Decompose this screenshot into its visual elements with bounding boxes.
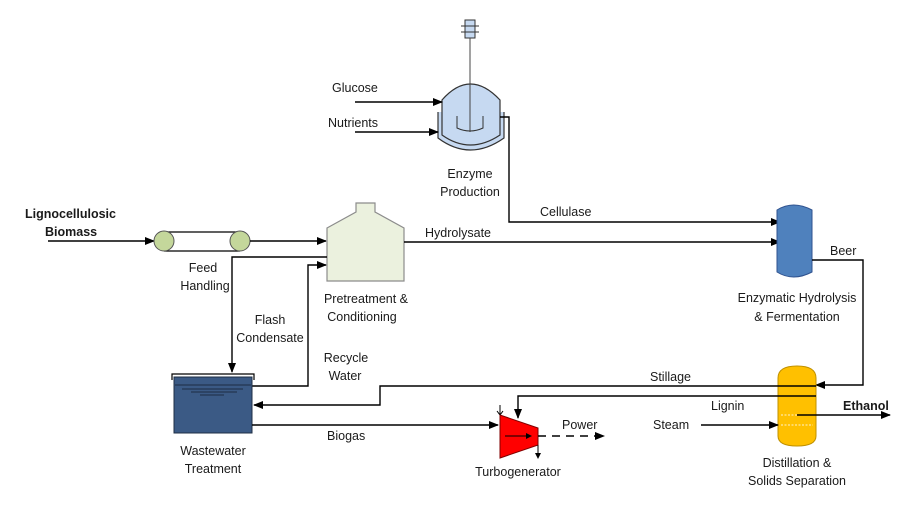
feed-handling-label-1: Feed [189, 261, 218, 275]
pretreatment-label-1: Pretreatment & [324, 292, 409, 306]
distillation-label-2: Solids Separation [748, 474, 846, 488]
lignin-stream-arrow [514, 395, 816, 419]
hydrolysis-label-1: Enzymatic Hydrolysis [738, 291, 857, 305]
enzyme-production-label-1: Enzyme [447, 167, 492, 181]
ethanol-label: Ethanol [843, 399, 889, 413]
feedstock-label-2: Biomass [45, 225, 97, 239]
distillation-column-icon [777, 365, 817, 447]
lignin-label: Lignin [711, 399, 744, 413]
stillage-label: Stillage [650, 370, 691, 384]
steam-label: Steam [653, 418, 689, 432]
glucose-label: Glucose [332, 81, 378, 95]
wastewater-label-2: Treatment [185, 462, 242, 476]
pretreatment-unit: Pretreatment & Conditioning [324, 202, 409, 324]
turbine-icon [496, 405, 541, 459]
cellulase-stream-arrow [500, 116, 781, 226]
feed-handling-label-2: Handling [180, 279, 229, 293]
pretreatment-label-2: Conditioning [327, 310, 397, 324]
flash-condensate-label-2: Condensate [236, 331, 303, 345]
recycle-water-stream-arrow [252, 261, 327, 387]
beer-stream-arrow [812, 259, 864, 389]
enzyme-production-unit: Enzyme Production [437, 19, 505, 199]
wastewater-tank-icon [171, 373, 255, 434]
enzyme-production-label-2: Production [440, 185, 500, 199]
recycle-water-label-2: Water [329, 369, 362, 383]
recycle-water-label-1: Recycle [324, 351, 369, 365]
power-label: Power [562, 418, 597, 432]
wastewater-label-1: Wastewater [180, 444, 246, 458]
turbogenerator-label: Turbogenerator [475, 465, 561, 479]
stirred-reactor-icon [437, 19, 505, 151]
beer-label: Beer [830, 244, 856, 258]
conveyor-icon [153, 230, 251, 252]
flash-condensate-label-1: Flash [255, 313, 286, 327]
flash-condensate-stream-arrow [228, 256, 327, 373]
nutrients-label: Nutrients [328, 116, 378, 130]
fermenter-vessel-icon [776, 204, 813, 278]
stillage-stream-arrow [253, 385, 816, 409]
biogas-label: Biogas [327, 429, 365, 443]
pretreatment-reactor-icon [326, 202, 405, 282]
turbogenerator-unit: Turbogenerator [475, 405, 561, 479]
wastewater-unit: Wastewater Treatment [171, 373, 255, 476]
hydrolysis-unit: Enzymatic Hydrolysis & Fermentation [738, 204, 857, 324]
cellulase-label: Cellulase [540, 205, 591, 219]
distillation-label-1: Distillation & [763, 456, 832, 470]
hydrolysis-label-2: & Fermentation [754, 310, 840, 324]
feedstock-label-1: Lignocellulosic [25, 207, 116, 221]
hydrolysate-label: Hydrolysate [425, 226, 491, 240]
